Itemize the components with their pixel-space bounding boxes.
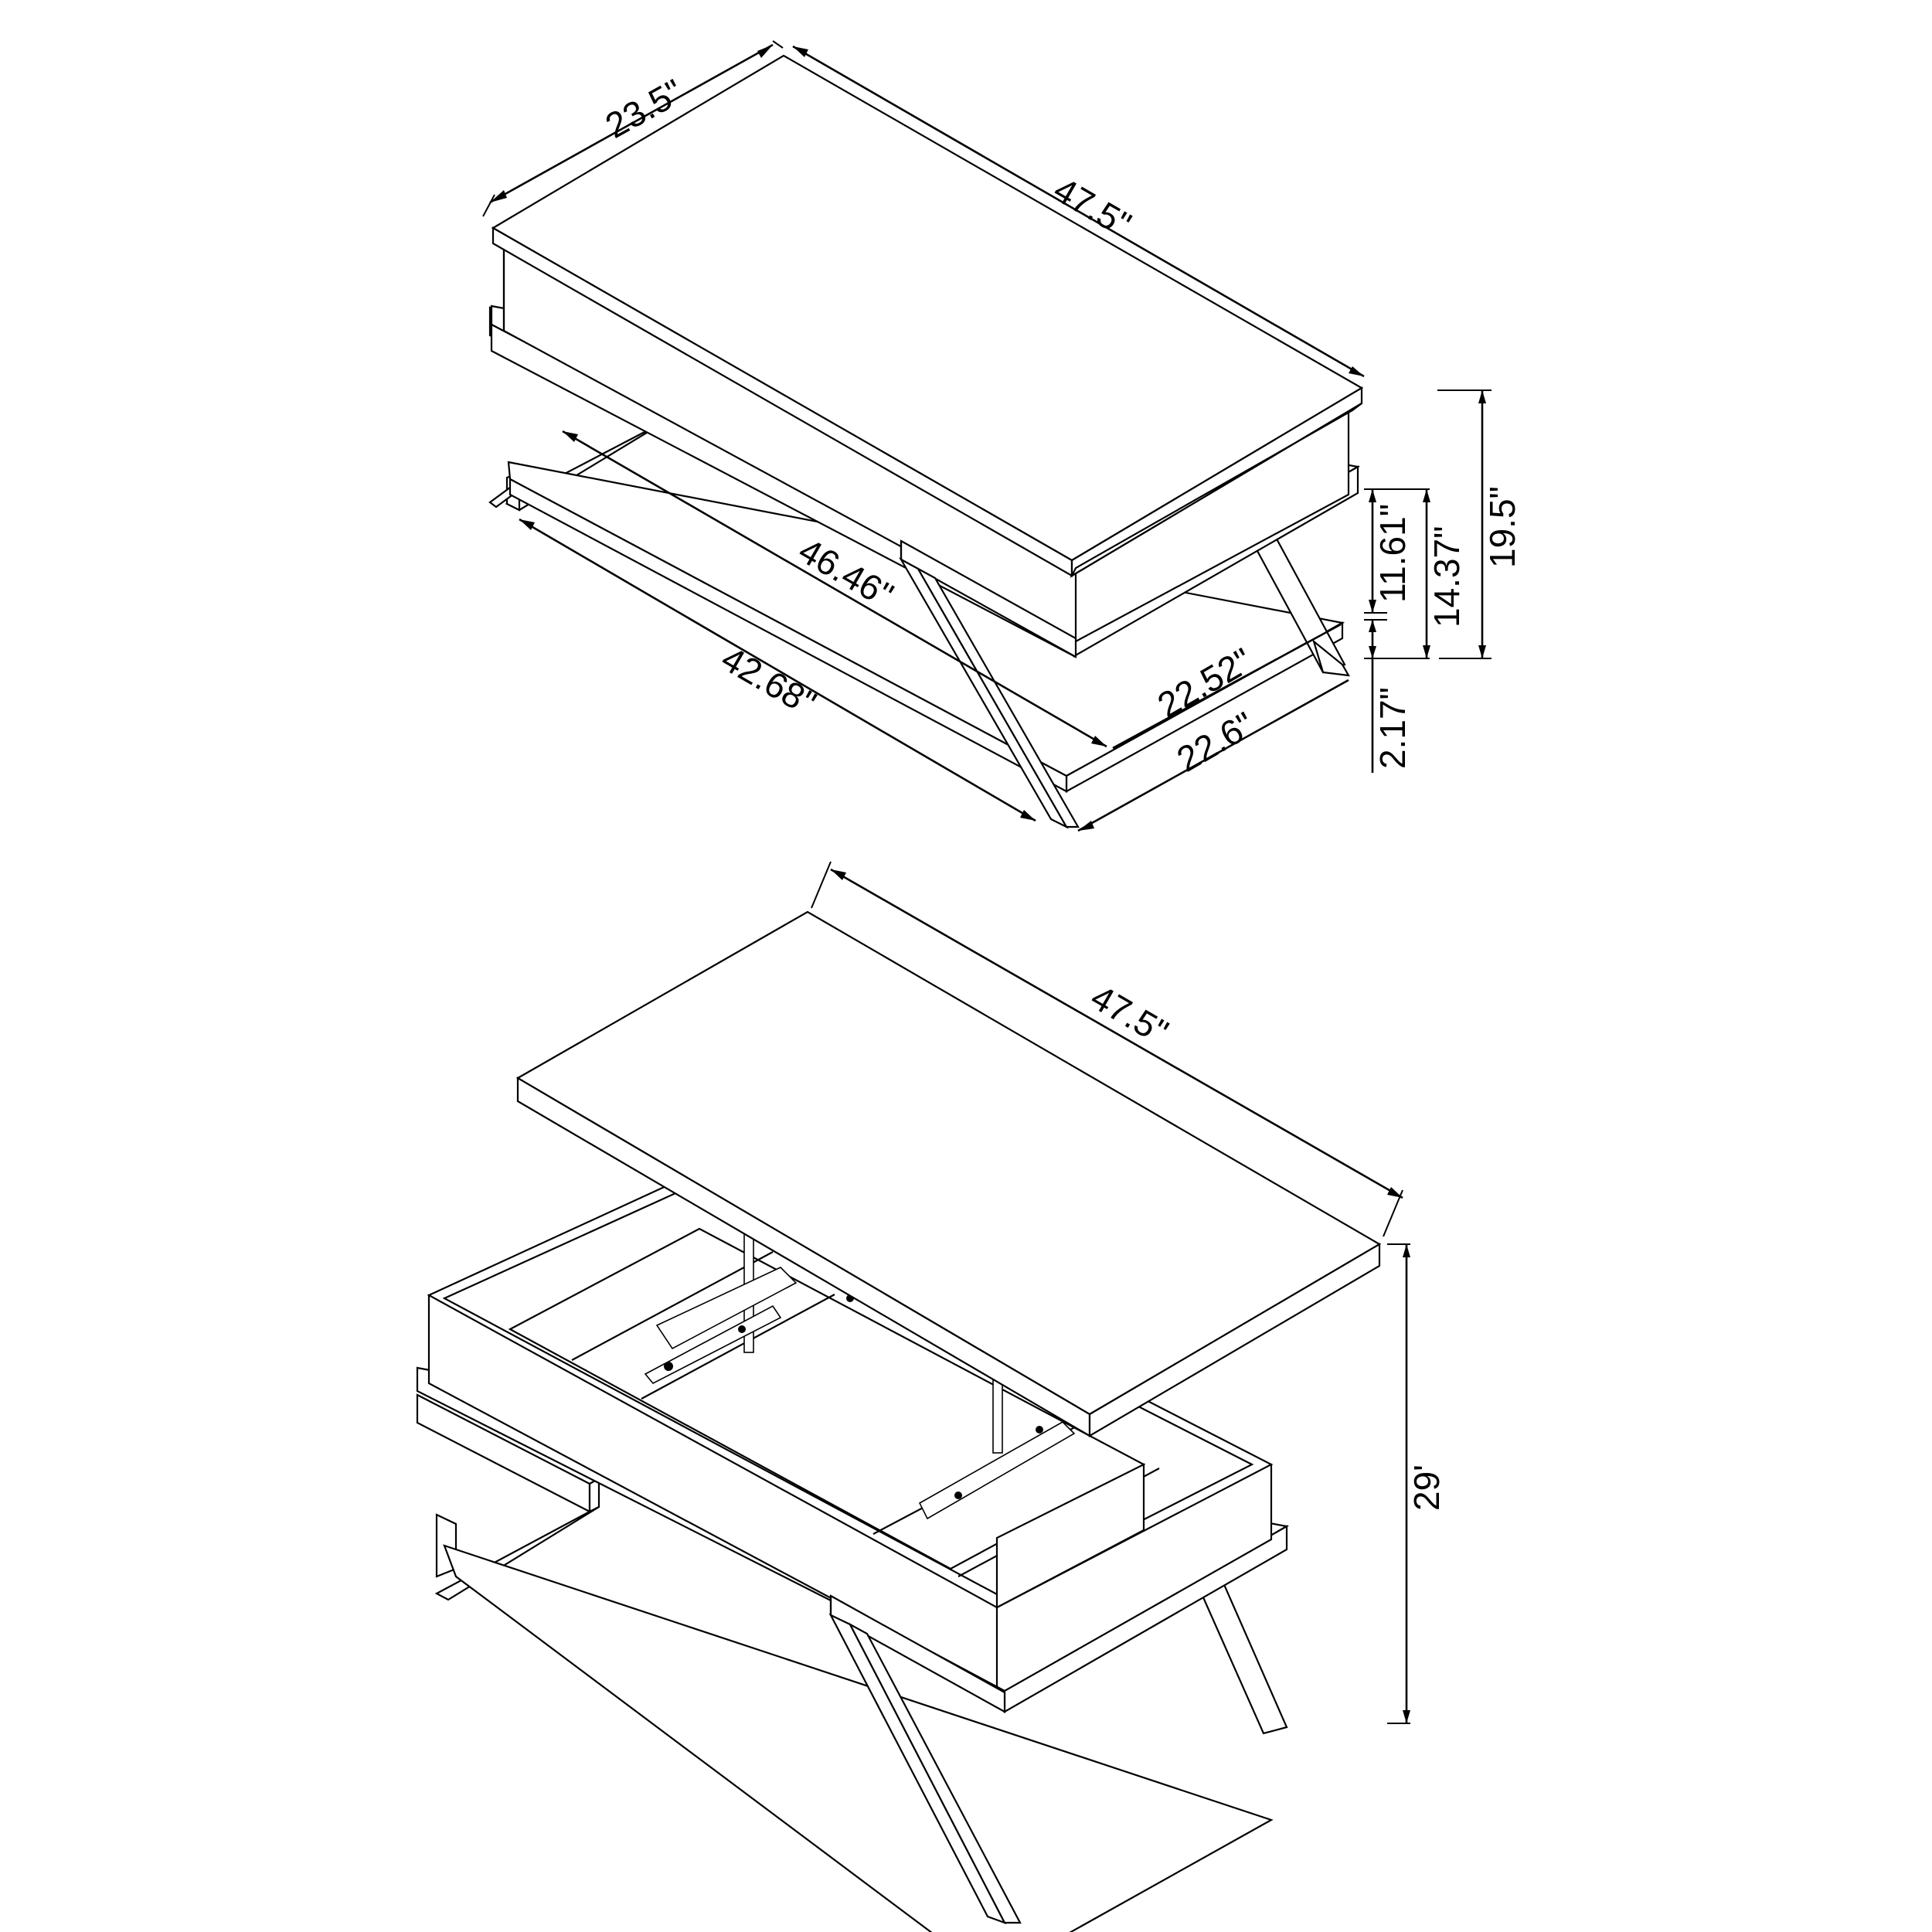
lift-mechanism — [644, 1220, 1076, 1520]
front-leg — [899, 539, 1080, 829]
open-lower-shelf — [443, 1544, 1274, 1932]
open-table-view: 47.5" 29' — [416, 861, 1447, 1932]
dim-29: 29' — [1387, 1243, 1447, 1724]
dim-vertical-group: 11.61" 14.37" 19.5" 2.17" — [1364, 389, 1522, 773]
label-2-17: 2.17" — [1372, 687, 1413, 769]
label-11-61: 11.61" — [1372, 504, 1413, 603]
label-29: 29' — [1406, 1464, 1447, 1511]
open-front-leg — [828, 1594, 1022, 1924]
front-divider — [995, 1463, 1145, 1609]
table-top — [491, 54, 1364, 578]
storage-box-rim — [427, 1169, 1274, 1609]
right-leg — [1250, 532, 1351, 677]
label-14-37: 14.37" — [1427, 526, 1467, 628]
lifted-table-top — [515, 910, 1382, 1437]
closed-table-view: 23.5" 47.5" 46.46" 42.68" 22.52" — [482, 40, 1522, 832]
label-19-5: 19.5" — [1482, 486, 1522, 568]
